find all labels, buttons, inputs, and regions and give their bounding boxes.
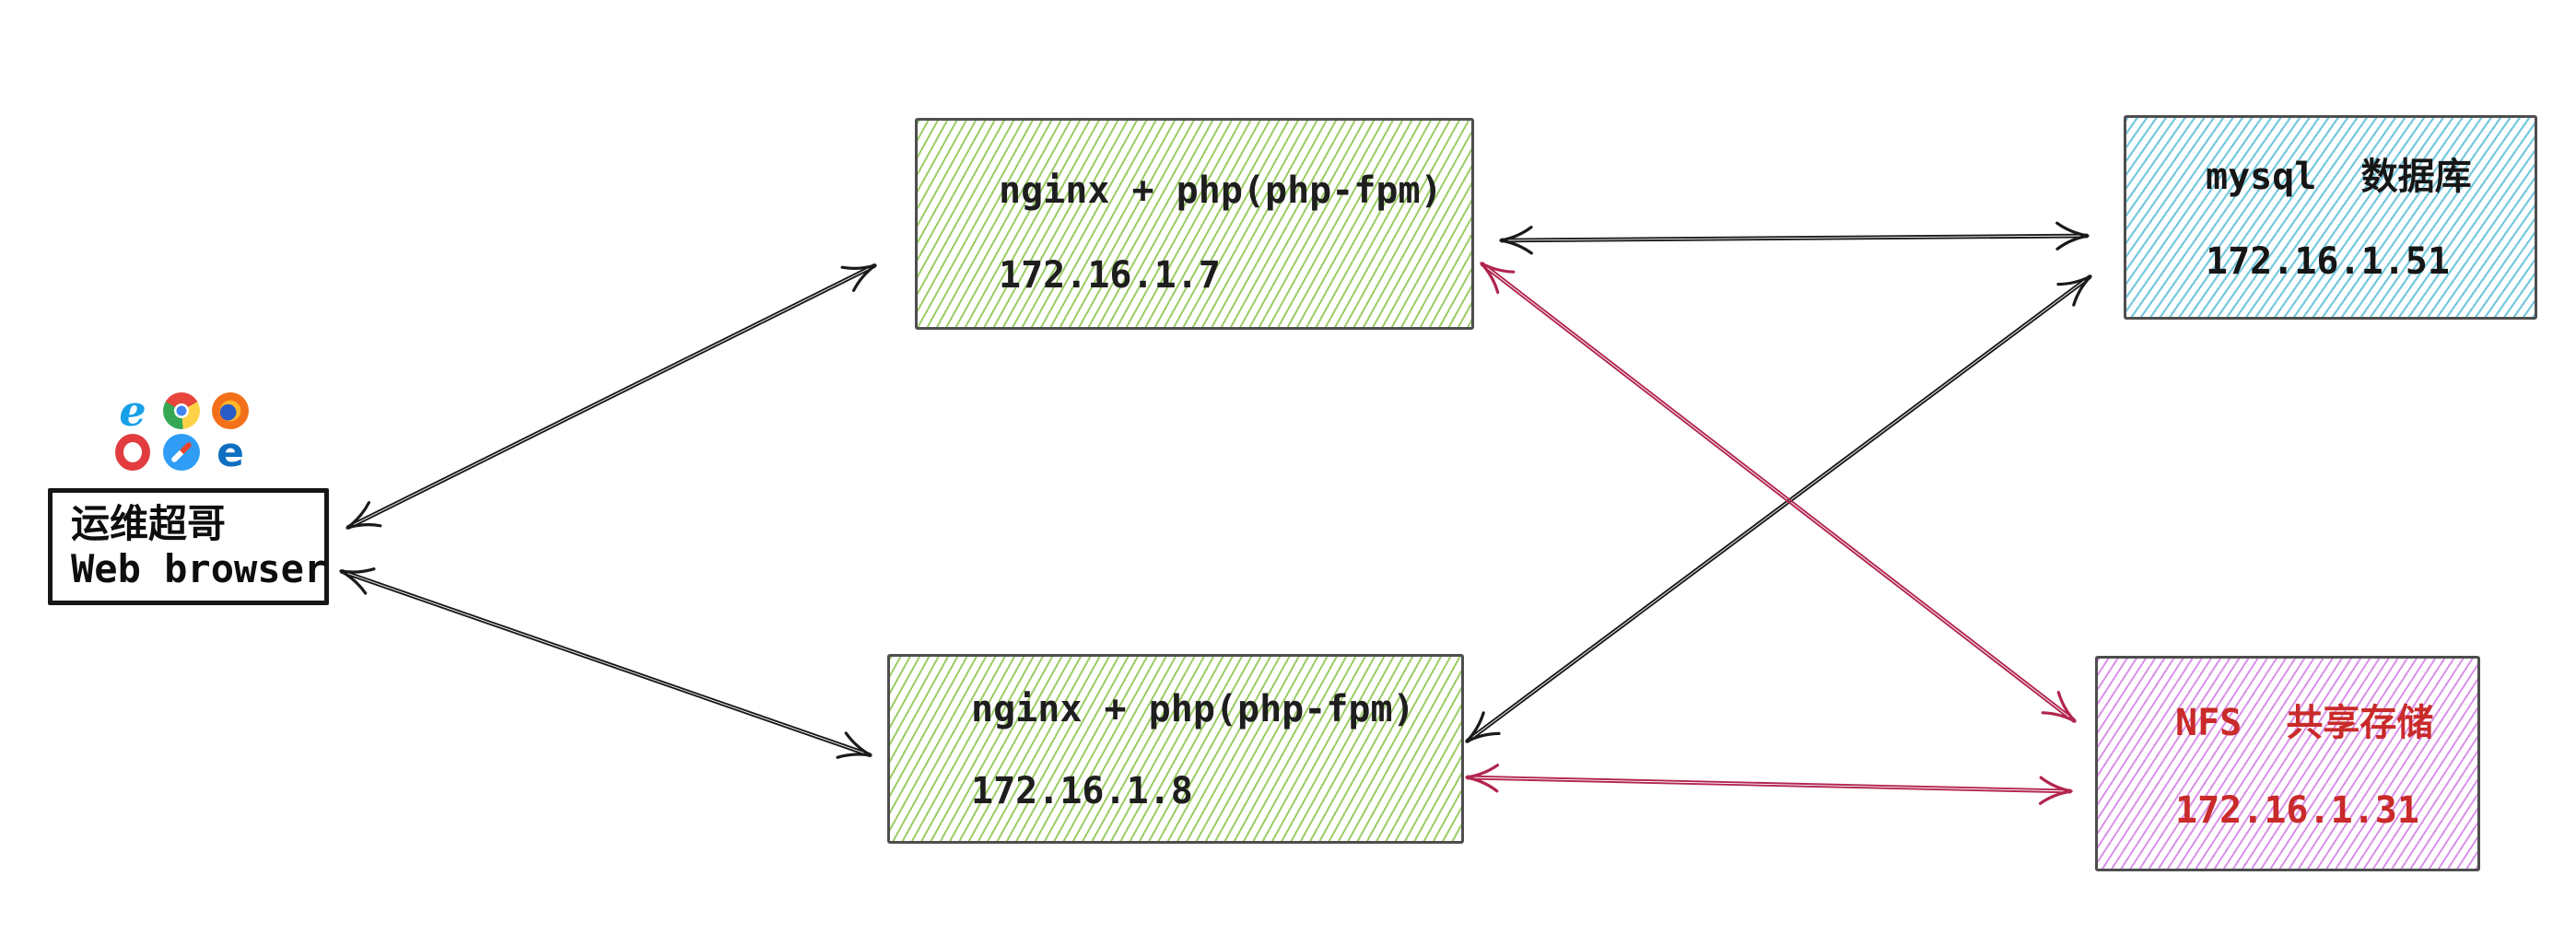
chrome-icon (163, 392, 200, 429)
nginx-1-stack-label: nginx + php(php-fpm) (999, 169, 1443, 212)
web-browser-label-cn: 运维超哥 (71, 501, 227, 547)
nginx-2-ip-label: 172.16.1.8 (971, 769, 1193, 812)
opera-icon (114, 434, 151, 471)
nginx-2-stack-label: nginx + php(php-fpm) (971, 687, 1415, 730)
node-nfs-shared-storage: NFS 共享存储 172.16.1.31 (2095, 656, 2480, 871)
nfs-ip-label: 172.16.1.31 (2175, 788, 2419, 832)
node-nginx-php-2: nginx + php(php-fpm) 172.16.1.8 (887, 654, 1464, 844)
safari-icon (163, 434, 200, 471)
node-mysql-database: mysql 数据库 172.16.1.51 (2124, 115, 2537, 320)
mysql-title-label: mysql 数据库 (2206, 156, 2472, 198)
internet-explorer-icon: e (119, 386, 146, 436)
firefox-icon (212, 392, 249, 429)
edge-nginx-server-1-nfs-storage (1480, 262, 2077, 723)
mysql-ip-label: 172.16.1.51 (2206, 240, 2450, 283)
edge-nginx-server-2-nfs-storage (1465, 764, 2073, 805)
edge-web-browser-nginx-server-2 (339, 567, 872, 759)
safari-compass-needle (170, 440, 193, 464)
edge-nginx-server-2-mysql-db (1465, 274, 2092, 743)
node-web-browser: 运维超哥 Web browser (48, 488, 329, 605)
edge-web-browser-nginx-server-1 (345, 263, 877, 531)
edge-icon: e (217, 428, 244, 476)
edge-nginx-server-1-mysql-db (1499, 221, 2090, 255)
nfs-title-label: NFS 共享存储 (2175, 701, 2434, 744)
opera-ring (115, 434, 150, 471)
web-browser-label-en: Web browser (71, 545, 328, 591)
node-nginx-php-1: nginx + php(php-fpm) 172.16.1.7 (915, 118, 1474, 330)
nginx-1-ip-label: 172.16.1.7 (999, 254, 1221, 297)
